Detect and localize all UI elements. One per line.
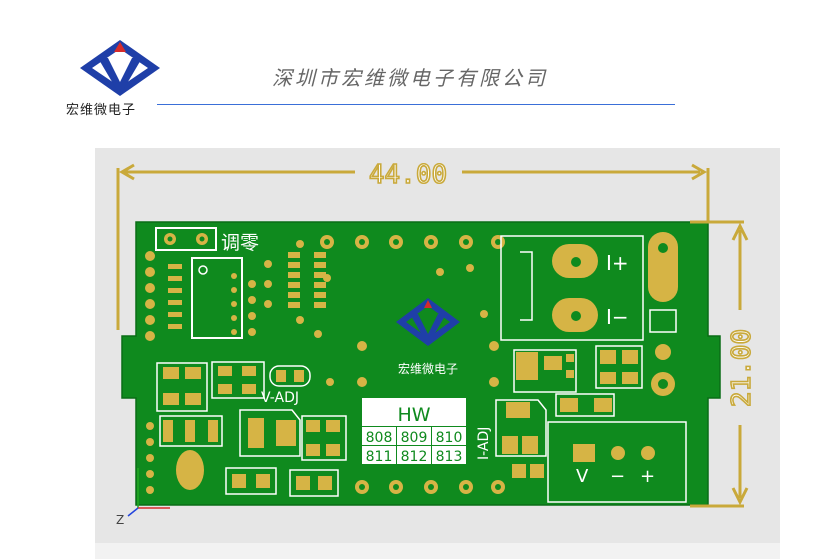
display-header-bottom: [355, 480, 505, 494]
model-number: 810: [436, 430, 463, 446]
smd-parts-bottom-left: [146, 420, 332, 494]
zero-adjust-label: 调零: [221, 232, 259, 254]
header-divider: [157, 104, 675, 105]
soic-pads: [264, 240, 326, 338]
current-plus-label: I+: [606, 251, 629, 275]
voltage-terminal-block: [547, 421, 687, 503]
height-dimension-label: 21.00: [727, 329, 757, 407]
axis-indicator-icon: [127, 468, 170, 517]
model-prefix: HW: [397, 404, 430, 426]
smd-parts-left: [156, 361, 311, 412]
i-adj-label: I-ADJ: [476, 427, 492, 460]
model-number: 812: [401, 449, 428, 465]
i-adj-potentiometer: [495, 399, 547, 457]
height-dimension: [690, 220, 749, 508]
voltage-v-label: V: [576, 466, 589, 487]
voltage-minus-label: −: [610, 466, 625, 487]
zero-adjust-outline: [155, 227, 217, 251]
model-number: 809: [401, 430, 428, 446]
company-name: 深圳市宏维微电子有限公司: [272, 66, 548, 90]
v-adj-potentiometer: [239, 409, 301, 457]
v-adj-label: V-ADJ: [261, 390, 299, 406]
model-number: 808: [366, 430, 393, 446]
ic-outline: [191, 257, 243, 339]
smd-parts-right: [516, 350, 638, 412]
company-logo: [80, 40, 160, 96]
current-minus-label: I−: [606, 305, 629, 329]
axis-label: Z: [116, 513, 124, 527]
width-dimension-label: 44.00: [369, 160, 447, 190]
width-dimension: [116, 163, 710, 330]
shunt-pad: [648, 232, 678, 302]
current-terminal-block: [500, 235, 644, 341]
logo-caption: 宏维微电子: [66, 103, 137, 118]
model-number: 811: [366, 449, 393, 465]
silk-logo-caption: 宏维微电子: [398, 361, 458, 376]
voltage-plus-label: +: [640, 466, 655, 487]
model-number: 813: [436, 449, 463, 465]
left-pin-column: [145, 251, 155, 341]
silk-logo: [396, 298, 460, 346]
